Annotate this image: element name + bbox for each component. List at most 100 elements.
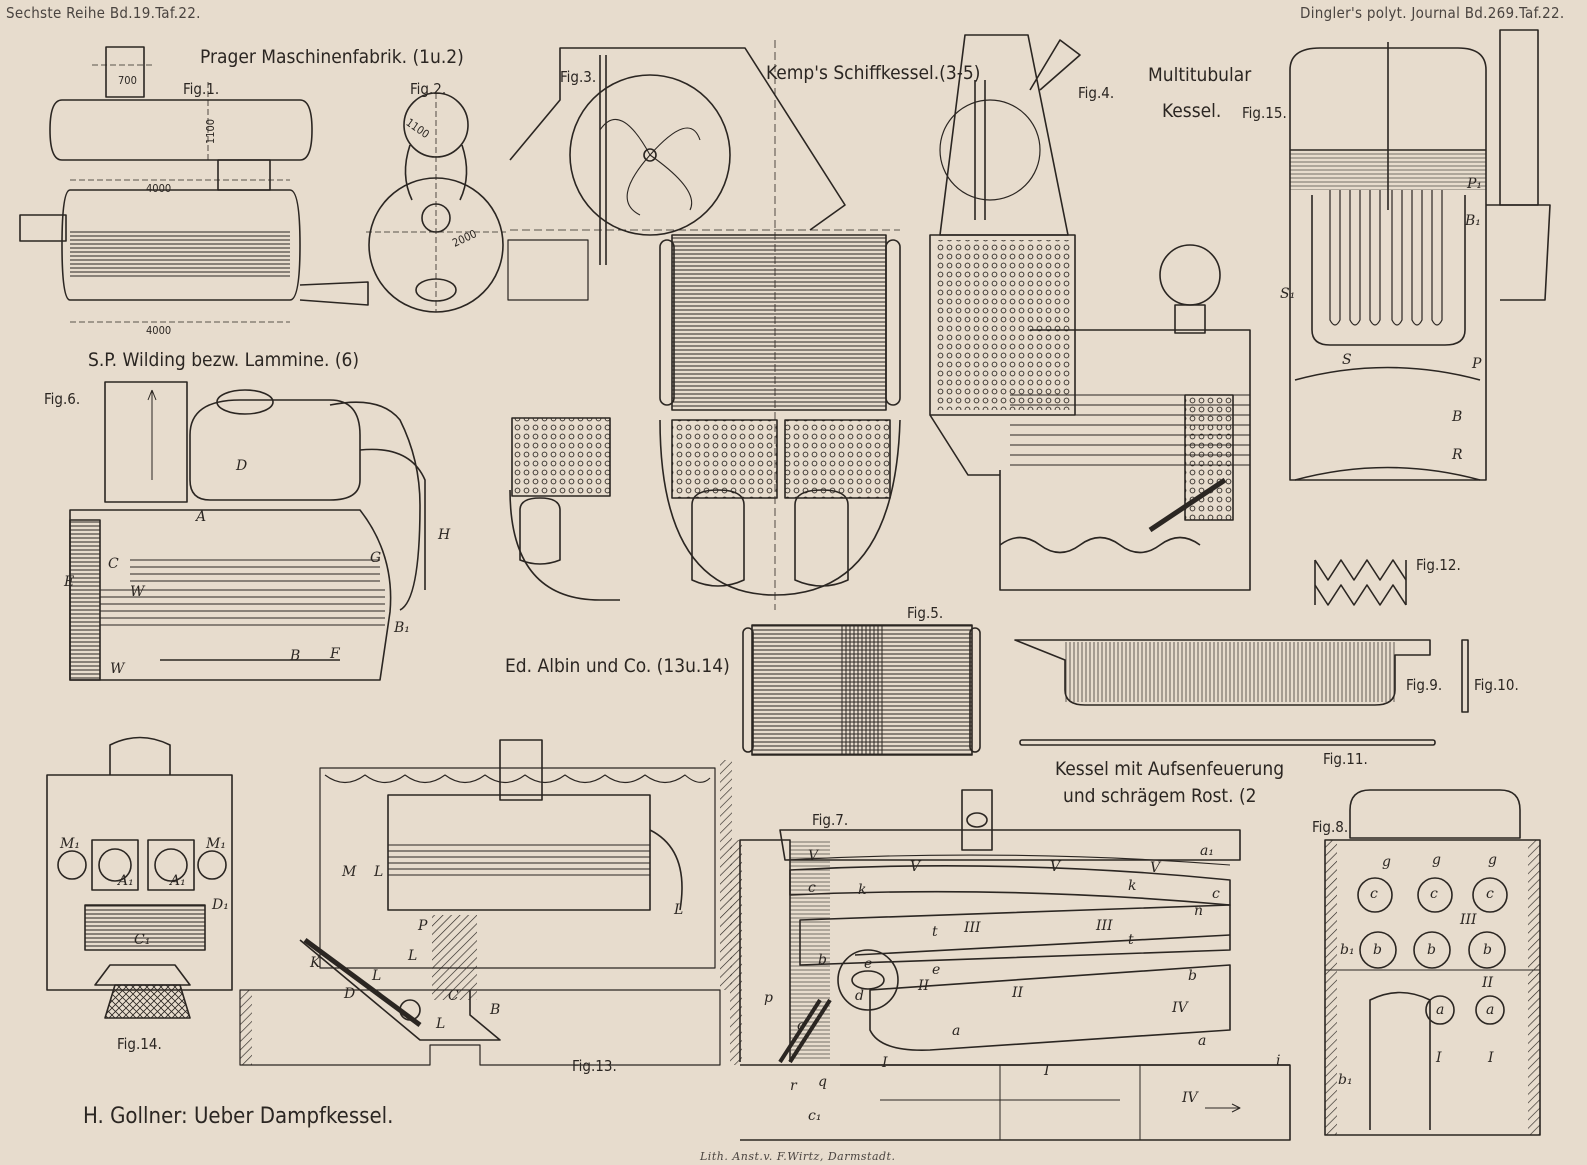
figure-label-13: Fig.13. xyxy=(572,1057,617,1075)
fig7-letter-n: n xyxy=(1194,903,1204,919)
fig7-letter-p: p xyxy=(764,990,773,1006)
fig14-letter-c1: C₁ xyxy=(134,932,151,948)
plate-header-left: Sechste Reihe Bd.19.Taf.22. xyxy=(6,4,201,22)
fig7-letter-ii1: II xyxy=(918,978,930,994)
fig7-letter-v4: V xyxy=(1150,860,1161,876)
fig6-letter-w1: W xyxy=(130,584,145,600)
fig7-letter-v1: V xyxy=(808,848,819,864)
fig8-letter-iii: III xyxy=(1460,912,1477,928)
fig13-letter-c: C xyxy=(448,988,459,1004)
fig13-letter-b: B xyxy=(490,1002,501,1018)
fig6-letter-e: E xyxy=(64,574,75,590)
figure-label-4: Fig.4. xyxy=(1078,84,1115,102)
fig6-letter-d: D xyxy=(236,458,248,474)
fig3-kemp-ship-boiler xyxy=(507,40,901,610)
fig6-letter-f: F xyxy=(330,646,340,662)
title-albin: Ed. Albin und Co. (13u.14) xyxy=(505,655,730,677)
dimension-4000-bottom: 4000 xyxy=(146,324,172,337)
fig13-letter-l4: L xyxy=(372,968,382,984)
fig6-letter-w2: W xyxy=(110,661,125,677)
figure-label-8: Fig.8. xyxy=(1312,818,1349,836)
fig7-letter-a3: a xyxy=(1198,1033,1207,1049)
figure-label-14: Fig.14. xyxy=(117,1035,162,1053)
title-prager: Prager Maschinenfabrik. (1u.2) xyxy=(200,46,464,68)
fig15-letter-b: B xyxy=(1452,409,1463,425)
fig9-grate-bar xyxy=(1014,639,1431,706)
fig13-letter-l5: L xyxy=(436,1016,446,1032)
fig7-letter-a2: a xyxy=(952,1023,961,1039)
fig12-corrugated-flue xyxy=(1314,559,1407,606)
fig4-boiler-section xyxy=(929,34,1251,591)
fig7-letter-iii1: III xyxy=(964,920,981,936)
dimension-4000-top: 4000 xyxy=(146,182,172,195)
fig8-letter-c3: c xyxy=(1486,886,1494,902)
fig8-letter-b1-top: b₁ xyxy=(1340,942,1355,958)
fig14-boiler-front xyxy=(46,736,233,1019)
fig7-letter-c2: c xyxy=(1212,886,1220,902)
plate-header-right: Dingler's polyt. Journal Bd.269.Taf.22. xyxy=(1300,4,1565,22)
title-multitubular-2: Kessel. xyxy=(1162,100,1222,122)
fig13-letter-m: M xyxy=(342,864,357,880)
figure-label-11: Fig.11. xyxy=(1323,750,1368,768)
fig15-multitubular-boiler xyxy=(1289,29,1551,481)
fig8-letter-a2: a xyxy=(1486,1002,1495,1018)
fig7-letter-i1: I xyxy=(882,1055,888,1071)
title-wilding: S.P. Wilding bezw. Lammine. (6) xyxy=(88,349,360,371)
fig13-letter-k: K xyxy=(310,955,321,971)
fig8-letter-c1: c xyxy=(1370,886,1378,902)
fig15-letter-p: P xyxy=(1472,356,1482,372)
fig8-letter-b1: b xyxy=(1373,942,1382,958)
figure-label-1: Fig.1. xyxy=(183,80,220,98)
fig13-letter-d: D xyxy=(344,986,356,1002)
figure-label-12: Fig.12. xyxy=(1416,556,1461,574)
title-multitubular-1: Multitubular xyxy=(1148,64,1252,86)
fig5-tube-bank xyxy=(742,624,981,756)
fig11-rod xyxy=(1019,739,1436,746)
fig8-boiler-cross-section xyxy=(1324,789,1541,1136)
title-aussenfeuerung-2: und schrägem Rost. (2 xyxy=(1063,785,1257,807)
fig7-letter-ii2: II xyxy=(1012,985,1024,1001)
fig15-letter-p1: P₁ xyxy=(1467,176,1483,192)
fig7-letter-iii2: III xyxy=(1096,918,1113,934)
fig8-letter-i1: I xyxy=(1436,1050,1442,1066)
fig7-letter-a1: a₁ xyxy=(1200,843,1214,859)
dimension-700: 700 xyxy=(118,74,137,87)
figure-label-10: Fig.10. xyxy=(1474,676,1519,694)
fig8-letter-b3: b xyxy=(1483,942,1492,958)
fig7-letter-k1: k xyxy=(858,882,867,898)
fig8-letter-b1-bottom: b₁ xyxy=(1338,1072,1353,1088)
fig6-letter-g: G xyxy=(370,550,382,566)
dimension-1100: 1100 xyxy=(204,118,218,145)
figure-label-15: Fig.15. xyxy=(1242,104,1287,122)
fig7-letter-t2: t xyxy=(1128,932,1134,948)
fig7-letter-v3: V xyxy=(1050,859,1061,875)
fig15-letter-s1: S₁ xyxy=(1280,286,1296,302)
fig7-external-fired-boiler xyxy=(730,789,1291,1141)
figure-label-9: Fig.9. xyxy=(1406,676,1443,694)
fig6-letter-h: H xyxy=(438,527,451,543)
fig7-letter-iv2: IV xyxy=(1182,1090,1198,1106)
fig15-letter-s: S xyxy=(1342,352,1352,368)
fig7-letter-r: r xyxy=(790,1078,797,1094)
fig14-letter-d1: D₁ xyxy=(212,897,229,913)
fig6-wilding-boiler xyxy=(69,381,426,681)
fig7-letter-c1: c xyxy=(808,880,816,896)
fig7-letter-t1: t xyxy=(932,924,938,940)
fig7-letter-i2: I xyxy=(1044,1063,1050,1079)
fig7-letter-iv1: IV xyxy=(1172,1000,1188,1016)
fig13-letter-l1: L xyxy=(374,864,384,880)
fig6-letter-b1: B₁ xyxy=(394,620,410,636)
figure-label-2: Fig.2. xyxy=(410,80,447,98)
fig7-letter-b1: b xyxy=(818,952,827,968)
title-aussenfeuerung-1: Kessel mit Aufsenfeuerung xyxy=(1055,758,1285,780)
fig15-letter-r: R xyxy=(1452,447,1463,463)
fig13-letter-p: P xyxy=(418,918,428,934)
fig8-letter-g2: g xyxy=(1432,852,1441,868)
fig7-letter-v2: V xyxy=(910,859,921,875)
fig6-letter-b: B xyxy=(290,648,301,664)
figure-label-3: Fig.3. xyxy=(560,68,597,86)
figure-label-5: Fig.5. xyxy=(907,604,944,622)
fig7-letter-q: q xyxy=(818,1074,827,1090)
fig7-letter-c1-bottom: c₁ xyxy=(808,1108,822,1124)
